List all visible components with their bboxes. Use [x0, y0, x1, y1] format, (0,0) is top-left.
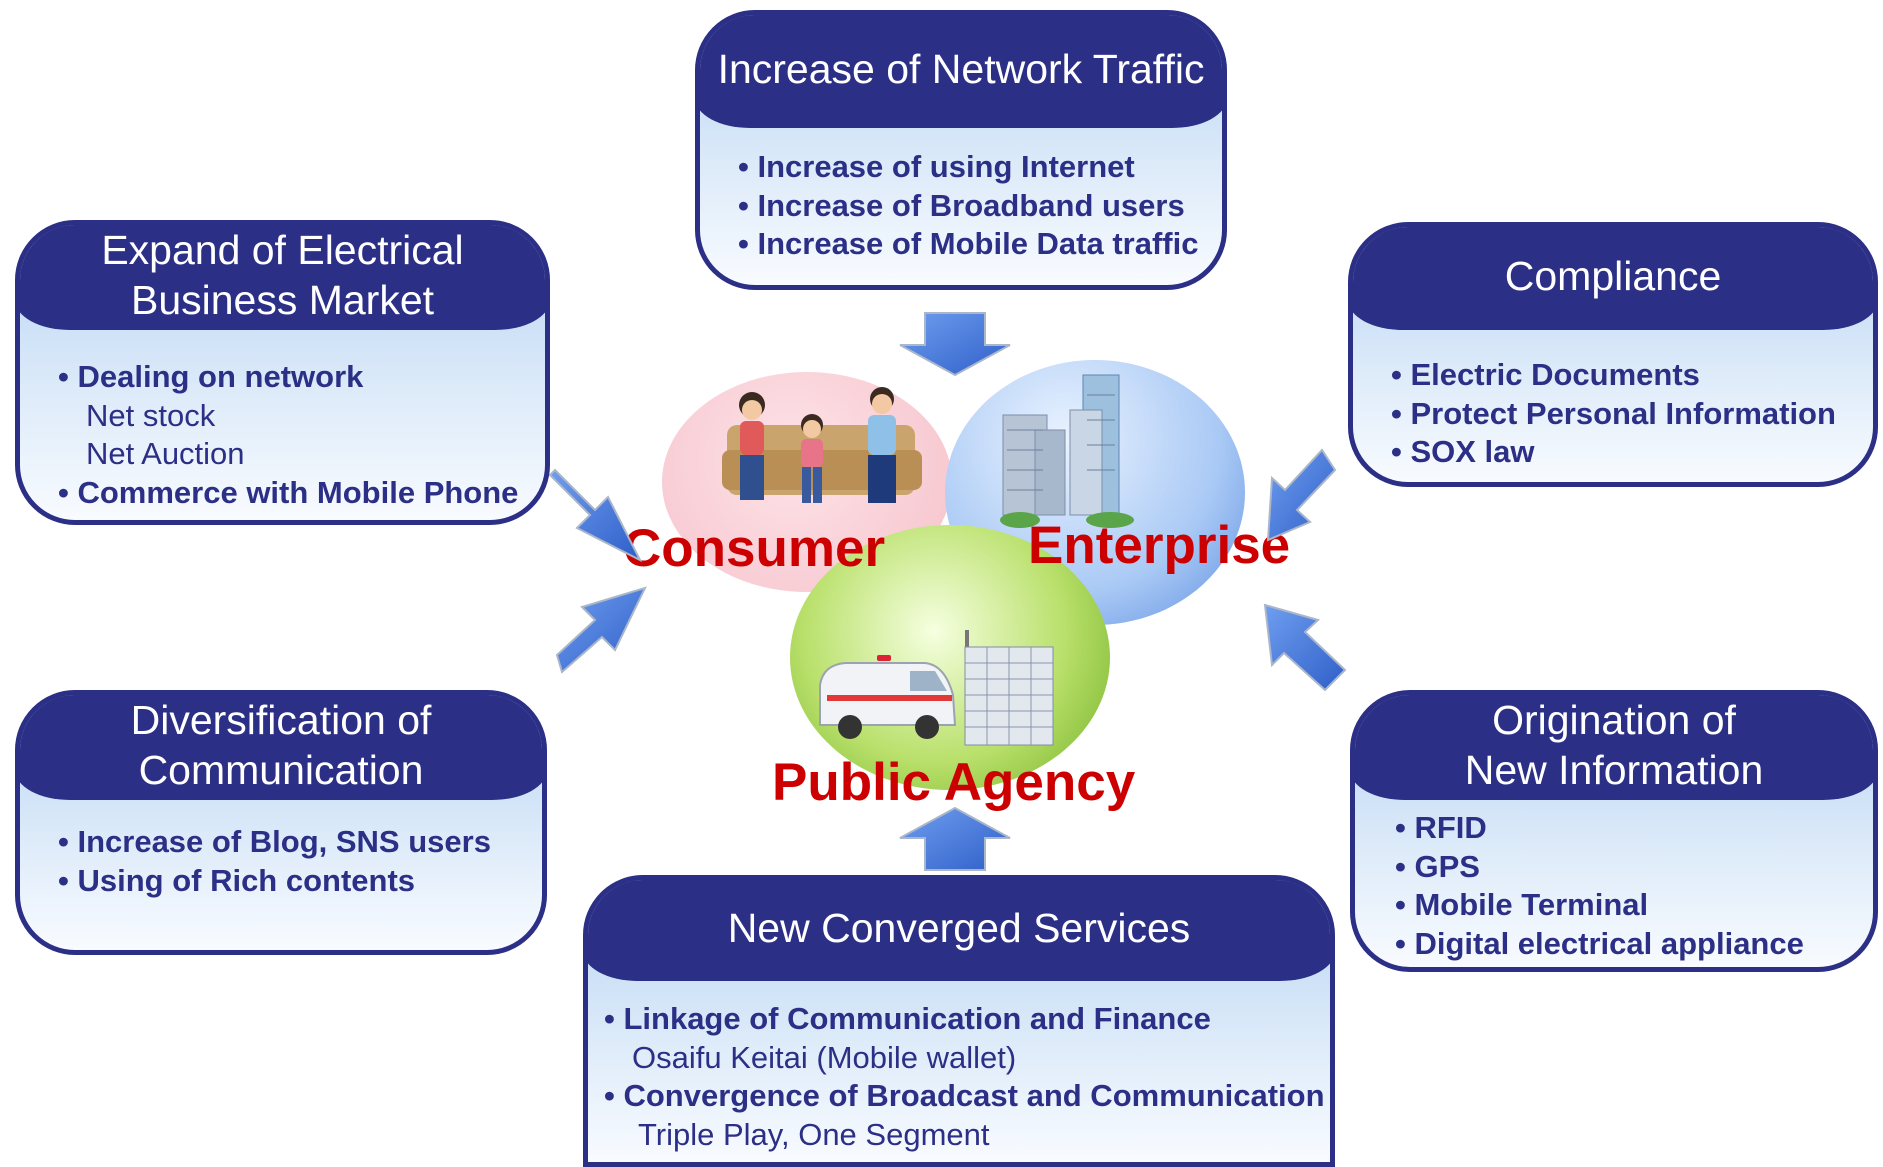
title-line: New Information — [1464, 747, 1764, 793]
title-line: Increase of Network Traffic — [717, 46, 1205, 92]
list-item: Linkage of Communication and Finance — [604, 1000, 1320, 1039]
list-item: Commerce with Mobile Phone — [58, 474, 535, 513]
network-traffic-box: Increase of Network Traffic Increase of … — [695, 10, 1227, 290]
converged-services-box: New Converged Services Linkage of Commun… — [583, 875, 1335, 1167]
diversification-list: Increase of Blog, SNS users Using of Ric… — [58, 823, 532, 900]
compliance-box: Compliance Electric Documents Protect Pe… — [1348, 222, 1878, 487]
public-agency-ellipse — [790, 525, 1110, 790]
converged-services-list: Linkage of Communication and Finance Osa… — [604, 1000, 1324, 1154]
list-item: GPS — [1395, 848, 1863, 887]
list-item: Using of Rich contents — [58, 862, 532, 901]
list-item: Digital electrical appliance — [1395, 925, 1863, 964]
list-item: RFID — [1395, 809, 1863, 848]
list-item: Convergence of Broadcast and Communicati… — [604, 1077, 1324, 1116]
public-agency-label: Public Agency — [772, 753, 1136, 812]
arrow-from-bottom-left — [555, 586, 647, 674]
origination-list: RFID GPS Mobile Terminal Digital electri… — [1395, 809, 1863, 963]
list-item: Protect Personal Information — [1391, 395, 1863, 434]
origination-title: Origination of New Information — [1355, 695, 1873, 800]
compliance-title: Compliance — [1353, 227, 1873, 330]
enterprise-label: Enterprise — [1028, 516, 1291, 575]
list-subitem: Triple Play, One Segment — [638, 1116, 990, 1152]
diversification-title: Diversification of Communication — [20, 695, 542, 800]
list-item: Dealing on network — [58, 358, 535, 397]
title-line: Expand of Electrical — [101, 227, 464, 273]
diversification-box: Diversification of Communication Increas… — [15, 690, 547, 955]
list-subitem: Net stock — [86, 397, 216, 433]
title-line: Communication — [138, 747, 424, 793]
title-line: Origination of — [1492, 697, 1736, 743]
converged-services-title: New Converged Services — [588, 880, 1330, 981]
list-item: Increase of Blog, SNS users — [58, 823, 532, 862]
list-item: Increase of using Internet — [738, 148, 1212, 187]
electrical-business-list: Dealing on network Net stock Net Auction… — [58, 358, 535, 512]
arrow-from-top-left — [548, 468, 643, 563]
list-item: Increase of Broadband users — [738, 187, 1212, 226]
compliance-list: Electric Documents Protect Personal Info… — [1391, 356, 1863, 472]
title-line: Diversification of — [130, 697, 432, 743]
arrow-down-from-top — [899, 312, 1011, 377]
list-item: Mobile Terminal — [1395, 886, 1863, 925]
electrical-business-title: Expand of Electrical Business Market — [20, 225, 545, 330]
arrow-from-bottom-right — [1263, 603, 1347, 692]
title-line: Business Market — [130, 277, 435, 323]
origination-box: Origination of New Information RFID GPS … — [1350, 690, 1878, 972]
office-buildings-illustration — [1000, 374, 1134, 528]
network-traffic-title: Increase of Network Traffic — [700, 15, 1222, 128]
list-item: SOX law — [1391, 433, 1863, 472]
ambulance-and-building-illustration — [819, 630, 1054, 746]
list-item: Electric Documents — [1391, 356, 1863, 395]
list-item: Increase of Mobile Data traffic — [738, 225, 1212, 264]
electrical-business-box: Expand of Electrical Business Market Dea… — [15, 220, 550, 525]
arrow-up-from-bottom — [899, 806, 1011, 871]
family-on-sofa-illustration — [722, 387, 922, 503]
arrow-from-top-right — [1266, 448, 1337, 542]
list-subitem: Net Auction — [86, 436, 245, 471]
list-subitem: Osaifu Keitai (Mobile wallet) — [632, 1039, 1017, 1075]
network-traffic-list: Increase of using Internet Increase of B… — [738, 148, 1212, 264]
title-line: New Converged Services — [727, 905, 1191, 951]
consumer-label: Consumer — [623, 519, 886, 578]
title-line: Compliance — [1504, 253, 1722, 299]
